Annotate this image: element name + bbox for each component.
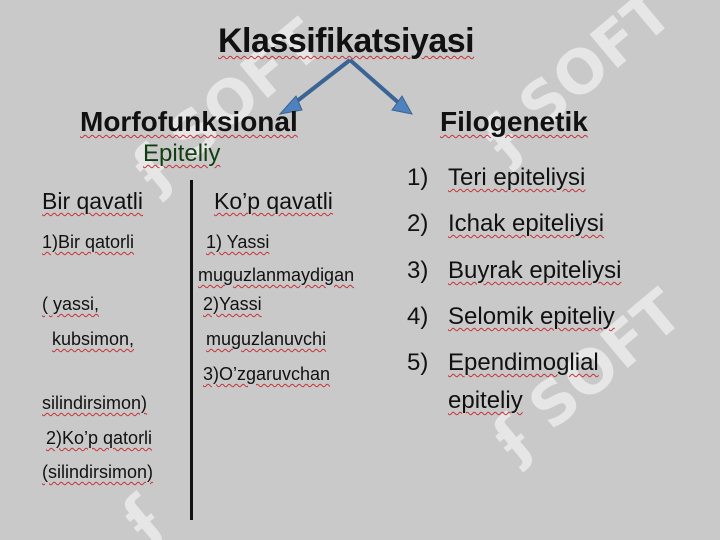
filogenetik-heading: Filogenetik [440,106,588,137]
multi-layer-item: muguzlanuvchi [206,329,327,349]
page-title: Klassifikatsiyasi [218,22,475,60]
single-layer-item: silindirsimon) [42,393,148,413]
filogenetik-item-text: Selomik epiteliy [448,303,615,330]
single-layer-item: kubsimon, [52,329,135,349]
morfofunksional-heading: Morfofunksional [80,106,298,137]
filogenetik-item-text-continued: epiteliy [448,387,523,414]
single-layer-header: Bir qavatli [42,188,143,214]
filogenetik-item-number: 1) [407,164,429,191]
single-layer-item: (silindirsimon) [42,462,154,482]
single-layer-item: 2)Ko’p qatorli [46,428,153,448]
arrow-right-head [391,95,413,115]
multi-layer-item: 3)O’zgaruvchan [203,364,331,384]
multi-layer-item: 1) Yassi [206,232,270,252]
filogenetik-item-text: Ichak epiteliysi [448,210,605,237]
single-layer-item: 1)Bir qatorli [42,232,135,252]
multi-layer-item: 2)Yassi [203,294,262,314]
filogenetik-item-text: Buyrak epiteliysi [448,257,622,284]
filogenetik-item-number: 4) [407,303,429,330]
arrow-left [290,58,352,107]
column-divider [190,180,193,520]
epiteliy-subheading: Epiteliy [143,140,221,167]
single-layer-item: ( yassi, [42,294,100,314]
multi-layer-item: muguzlanmaydigan [198,265,355,285]
filogenetik-item-text: Teri epiteliysi [448,164,586,191]
arrow-right [348,58,402,106]
arrow-left-head [278,95,303,115]
multi-layer-header: Ko’p qavatli [214,188,333,214]
filogenetik-item-number: 3) [407,257,429,284]
filogenetik-item-number: 5) [407,349,429,376]
filogenetik-item-number: 2) [407,210,429,237]
filogenetik-item-text: Ependimoglial [448,349,599,376]
